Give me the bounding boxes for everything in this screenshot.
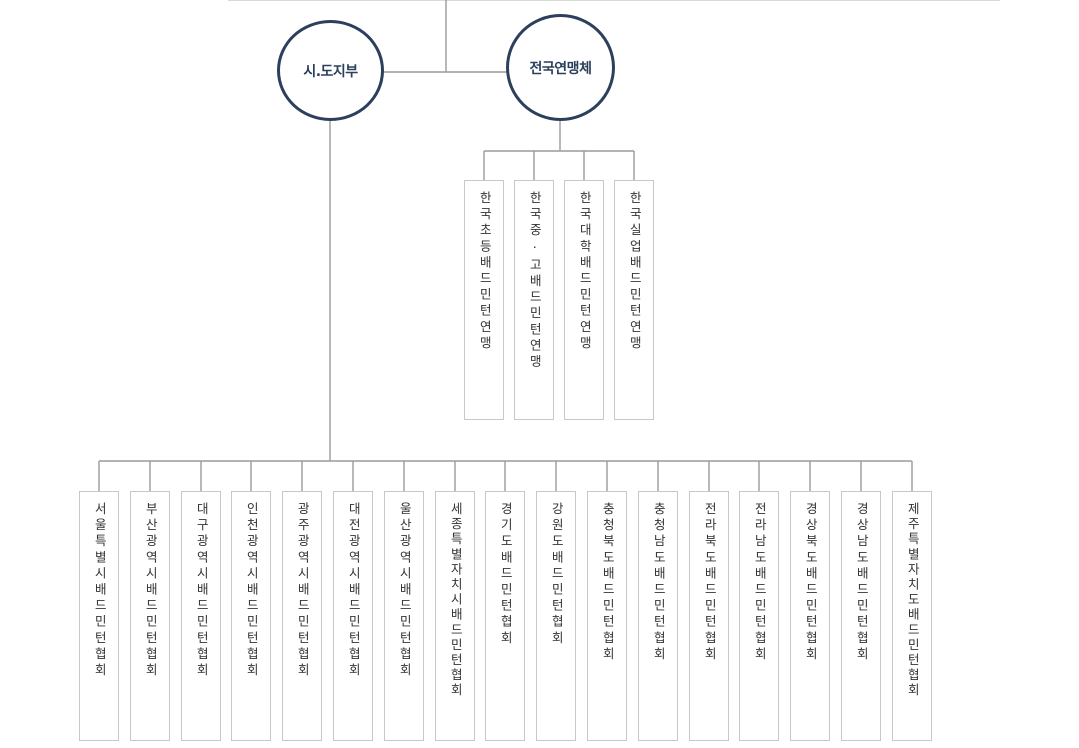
association-box: 경기도배드민턴협회 — [485, 491, 525, 741]
association-box: 인천광역시배드민턴협회 — [231, 491, 271, 741]
association-label: 광주광역시배드민턴협회 — [295, 502, 311, 680]
association-box: 제주특별자치도배드민턴협회 — [892, 491, 932, 741]
node-national-federation: 전국연맹체 — [506, 14, 615, 121]
association-label: 경상남도배드민턴협회 — [854, 502, 870, 663]
federation-box: 한국초등배드민턴연맹 — [464, 180, 504, 420]
association-label: 경상북도배드민턴협회 — [803, 502, 819, 663]
node-provincial-branch: 시.도지부 — [277, 20, 384, 121]
association-box: 강원도배드민턴협회 — [536, 491, 576, 741]
association-label: 서울특별시배드민턴협회 — [92, 502, 108, 680]
association-label: 대구광역시배드민턴협회 — [194, 502, 210, 680]
association-label: 대전광역시배드민턴협회 — [346, 502, 362, 680]
federation-box: 한국대학배드민턴연맹 — [564, 180, 604, 420]
association-label: 충청북도배드민턴협회 — [600, 502, 616, 663]
federation-label: 한국초등배드민턴연맹 — [477, 191, 493, 352]
federation-label: 한국실업배드민턴연맹 — [627, 191, 643, 352]
association-label: 경기도배드민턴협회 — [498, 502, 514, 647]
node-provincial-branch-label: 시.도지부 — [303, 63, 358, 80]
association-label: 제주특별자치도배드민턴협회 — [905, 502, 921, 699]
federation-box: 한국실업배드민턴연맹 — [614, 180, 654, 420]
association-box: 세종특별자치시배드민턴협회 — [435, 491, 475, 741]
association-label: 세종특별자치시배드민턴협회 — [448, 502, 464, 699]
association-label: 강원도배드민턴협회 — [549, 502, 565, 647]
association-box: 충청북도배드민턴협회 — [587, 491, 627, 741]
federation-label: 한국중·고배드민턴연맹 — [527, 191, 543, 371]
node-national-federation-label: 전국연맹체 — [529, 60, 592, 77]
association-label: 충청남도배드민턴협회 — [651, 502, 667, 663]
association-box: 서울특별시배드민턴협회 — [79, 491, 119, 741]
association-box: 경상남도배드민턴협회 — [841, 491, 881, 741]
association-box: 부산광역시배드민턴협회 — [130, 491, 170, 741]
association-label: 전라북도배드민턴협회 — [702, 502, 718, 663]
association-box: 전라북도배드민턴협회 — [689, 491, 729, 741]
association-label: 전라남도배드민턴협회 — [752, 502, 768, 663]
association-box: 대전광역시배드민턴협회 — [333, 491, 373, 741]
association-box: 대구광역시배드민턴협회 — [181, 491, 221, 741]
association-label: 인천광역시배드민턴협회 — [244, 502, 260, 680]
federation-label: 한국대학배드민턴연맹 — [577, 191, 593, 352]
federation-box: 한국중·고배드민턴연맹 — [514, 180, 554, 420]
association-box: 충청남도배드민턴협회 — [638, 491, 678, 741]
association-label: 울산광역시배드민턴협회 — [397, 502, 413, 680]
association-label: 부산광역시배드민턴협회 — [143, 502, 159, 680]
association-box: 울산광역시배드민턴협회 — [384, 491, 424, 741]
association-box: 광주광역시배드민턴협회 — [282, 491, 322, 741]
association-box: 경상북도배드민턴협회 — [790, 491, 830, 741]
association-box: 전라남도배드민턴협회 — [739, 491, 779, 741]
